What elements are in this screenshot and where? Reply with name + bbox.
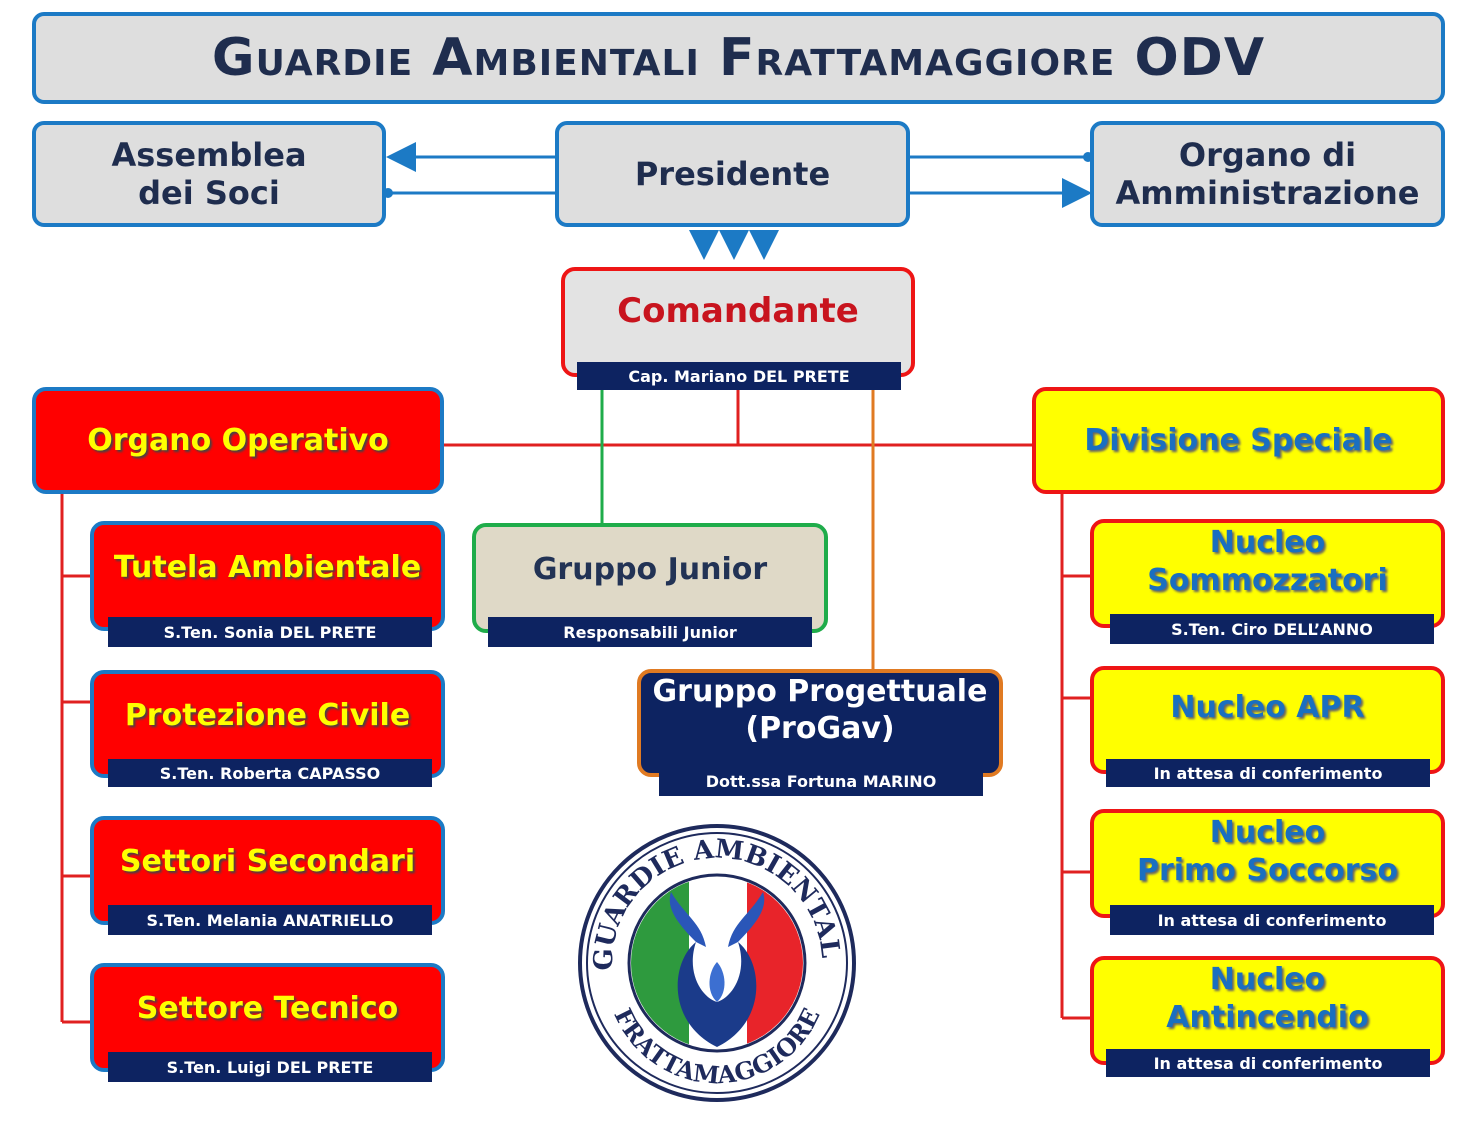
operativo-item: Tutela Ambientale [90, 521, 445, 631]
junior-box: Gruppo Junior [472, 523, 828, 633]
speciale-label: Divisione Speciale [1084, 423, 1393, 458]
comandante-name: Cap. Mariano DEL PRETE [628, 366, 850, 386]
presidente-label: Presidente [634, 154, 831, 193]
comandante-name-tag: Cap. Mariano DEL PRETE [577, 362, 901, 390]
operativo-item-name: S.Ten. Luigi DEL PRETE [166, 1057, 374, 1077]
progav-name: Dott.ssa Fortuna MARINO [705, 771, 937, 791]
assemblea-label: Assemblea dei Soci [111, 135, 307, 212]
operativo-box: Organo Operativo [32, 387, 444, 494]
speciale-item: Nucleo Sommozzatori [1090, 519, 1445, 628]
junior-name-tag: Responsabili Junior [488, 617, 812, 647]
page-title: Guardie Ambientali Frattamaggiore ODV [32, 12, 1445, 104]
operativo-item-label: Protezione Civile [124, 697, 411, 733]
speciale-item: Nucleo Antincendio [1090, 956, 1445, 1065]
speciale-item-tag: S.Ten. Ciro DELL’ANNO [1110, 614, 1434, 644]
speciale-item-name: In attesa di conferimento [1153, 763, 1383, 783]
operativo-item-label: Tutela Ambientale [113, 549, 422, 585]
speciale-item-tag: In attesa di conferimento [1110, 905, 1434, 935]
amministrazione-box: Organo di Amministrazione [1090, 121, 1445, 227]
title-text: Guardie Ambientali Frattamaggiore ODV [211, 28, 1266, 88]
speciale-item-label: Nucleo Antincendio [1166, 962, 1369, 1035]
operativo-item-tag: S.Ten. Luigi DEL PRETE [108, 1052, 432, 1082]
junior-label: Gruppo Junior [532, 551, 768, 587]
operativo-item-tag: S.Ten. Melania ANATRIELLO [108, 905, 432, 935]
speciale-item-tag: In attesa di conferimento [1106, 1049, 1430, 1077]
amministrazione-label: Organo di Amministrazione [1115, 135, 1420, 212]
speciale-item-name: S.Ten. Ciro DELL’ANNO [1171, 619, 1373, 639]
speciale-item: Nucleo Primo Soccorso [1090, 809, 1445, 918]
speciale-item-label: Nucleo Primo Soccorso [1136, 815, 1399, 888]
speciale-item-tag: In attesa di conferimento [1106, 759, 1430, 787]
presidente-box: Presidente [555, 121, 910, 227]
speciale-item-label: Nucleo APR [1170, 690, 1365, 726]
speciale-box: Divisione Speciale [1032, 387, 1445, 494]
operativo-item-name: S.Ten. Roberta CAPASSO [159, 763, 381, 783]
progav-box: Gruppo Progettuale (ProGav) [637, 669, 1003, 777]
operativo-item-tag: S.Ten. Sonia DEL PRETE [108, 617, 432, 647]
speciale-item: Nucleo APR [1090, 666, 1445, 774]
speciale-item-name: In attesa di conferimento [1157, 910, 1387, 930]
speciale-item-label: Nucleo Sommozzatori [1147, 525, 1388, 598]
operativo-item-tag: S.Ten. Roberta CAPASSO [108, 759, 432, 787]
progav-label: Gruppo Progettuale (ProGav) [652, 673, 988, 747]
operativo-item-label: Settore Tecnico [136, 991, 399, 1026]
operativo-item-name: S.Ten. Melania ANATRIELLO [146, 910, 394, 930]
assemblea-box: Assemblea dei Soci [32, 121, 386, 227]
comandante-label: Comandante [617, 291, 859, 331]
junior-name: Responsabili Junior [563, 622, 737, 642]
operativo-item-name: S.Ten. Sonia DEL PRETE [163, 622, 377, 642]
operativo-label: Organo Operativo [87, 423, 389, 458]
comandante-box: Comandante [561, 267, 915, 377]
operativo-item-label: Settori Secondari [119, 844, 416, 879]
progav-name-tag: Dott.ssa Fortuna MARINO [659, 766, 983, 796]
speciale-item-name: In attesa di conferimento [1153, 1053, 1383, 1073]
guardie-ambientali-logo-icon: GUARDIE AMBIENTALI FRATTAMAGGIORE [576, 822, 856, 1102]
